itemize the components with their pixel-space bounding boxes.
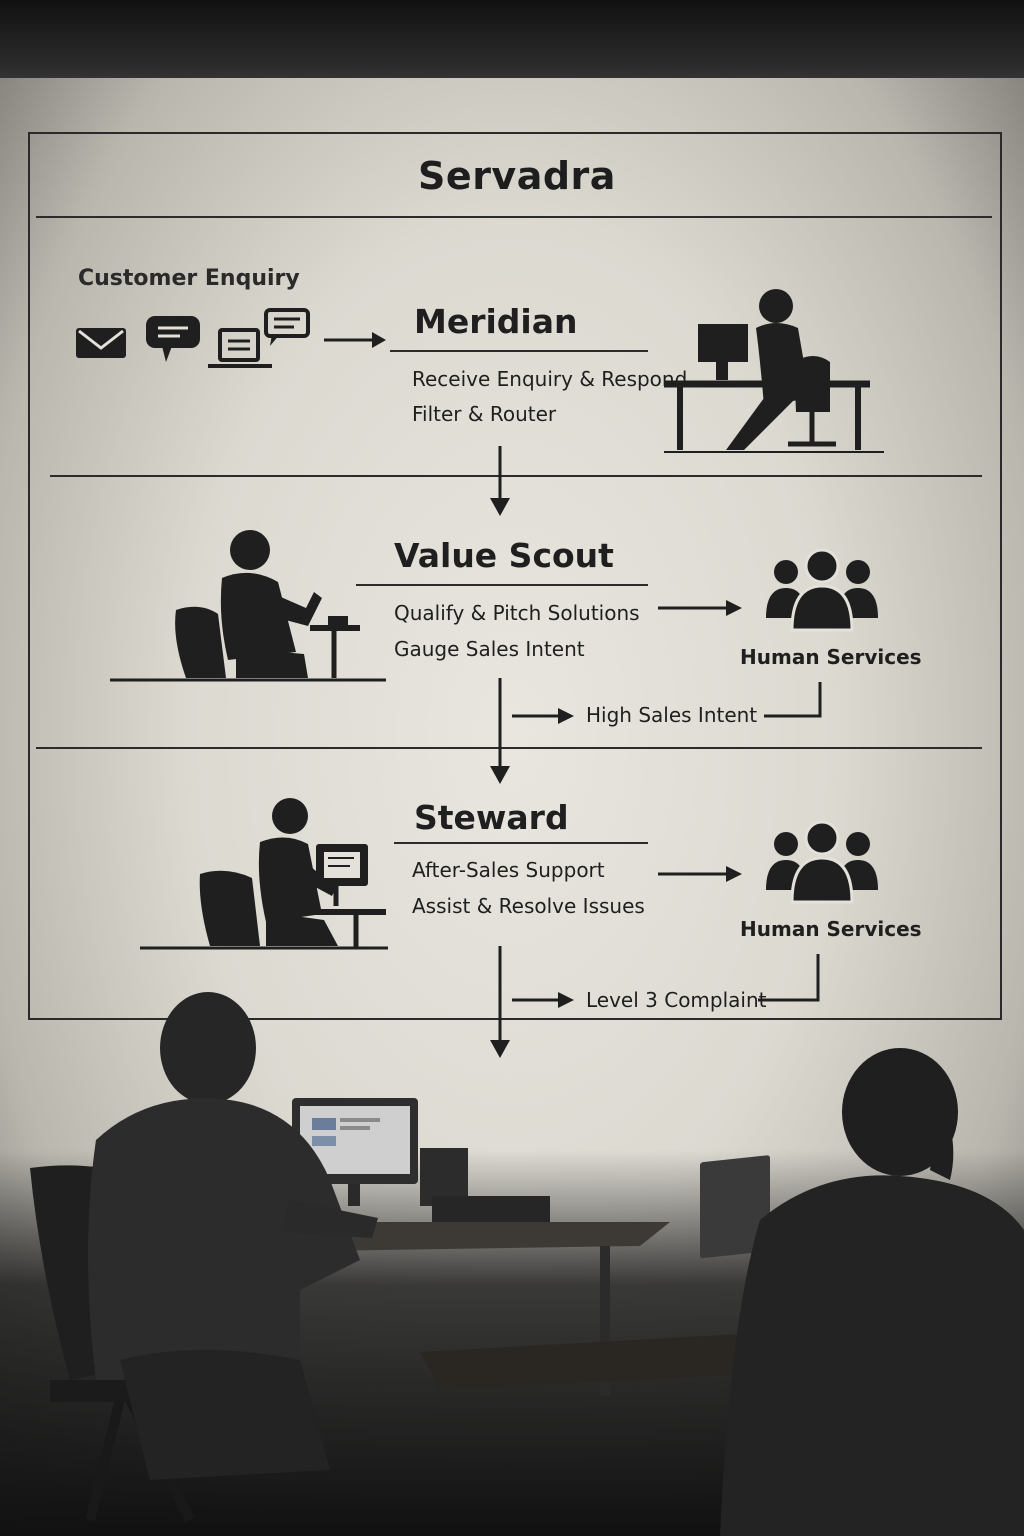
diagram-board: Servadra [28,132,1002,1020]
stage-title-meridian: Meridian [414,302,578,341]
steward-line-2: Assist & Resolve Issues [412,894,645,918]
stage-underline-steward [394,842,648,844]
arrow-down-icon [490,446,510,516]
enquiry-channel-icons [76,308,310,368]
meridian-line-2: Filter & Router [412,402,557,426]
title-divider [36,216,992,218]
person-at-computer-icon [140,798,388,950]
arrow-right-icon [658,866,742,882]
escalation-connector-2 [490,946,820,1058]
chat-bubble-icon [146,316,200,362]
arrow-right-icon [324,332,386,348]
envelope-icon [76,328,126,358]
people-group-icon [766,548,878,632]
arrow-right-icon [658,600,742,616]
value-scout-line-1: Qualify & Pitch Solutions [394,601,640,625]
stage-title-value-scout: Value Scout [394,536,614,575]
stage-title-steward: Steward [414,798,569,837]
people-group-icon [766,820,878,904]
ceiling-shadow [0,0,1024,90]
escalation-connector-1 [490,678,822,784]
meridian-line-1: Receive Enquiry & Respond [412,367,688,391]
person-at-desk-icon [664,289,884,453]
stage-underline-value-scout [356,584,648,586]
value-scout-line-2: Gauge Sales Intent [394,637,585,661]
stage-underline-meridian [390,350,648,352]
section-divider-2 [36,747,982,749]
human-services-label-1: Human Services [740,645,922,669]
steward-line-1: After-Sales Support [412,858,605,882]
high-sales-intent-label: High Sales Intent [586,703,758,727]
section-divider-1 [50,475,982,477]
level-3-complaint-label: Level 3 Complaint [586,988,767,1012]
customer-enquiry-label: Customer Enquiry [78,266,300,291]
person-talking-icon [110,530,386,682]
diagram-title: Servadra [418,154,616,198]
human-services-label-2: Human Services [740,917,922,941]
laptop-message-icon [208,308,310,368]
